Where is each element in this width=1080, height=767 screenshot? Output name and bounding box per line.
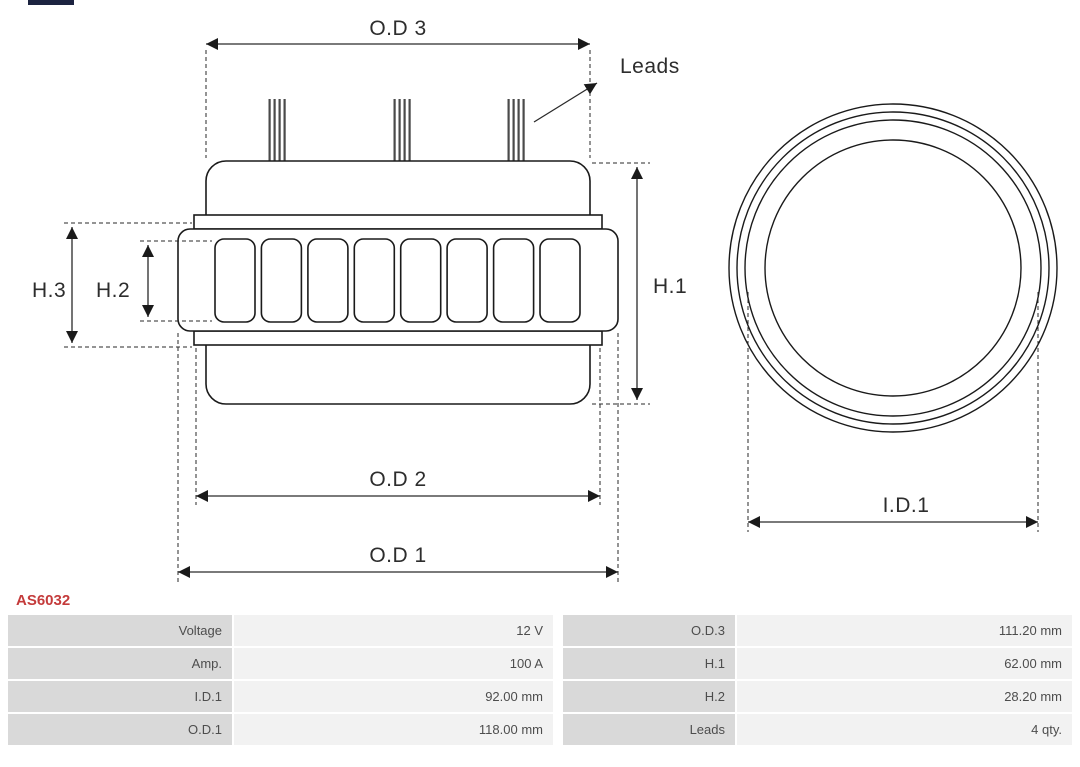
upper-flange xyxy=(193,214,603,230)
core-fins xyxy=(214,238,581,323)
h3-label: H.3 xyxy=(32,279,66,302)
spec-label: Leads xyxy=(563,714,735,745)
spec-value: 62.00 mm xyxy=(737,648,1072,679)
h2-label: H.2 xyxy=(96,279,130,302)
lead-wires xyxy=(268,99,525,162)
lower-flange xyxy=(193,330,603,346)
spec-label: I.D.1 xyxy=(8,681,232,712)
dimension-h1: H.1 xyxy=(592,162,687,405)
part-number: AS6032 xyxy=(16,592,71,609)
table-gap xyxy=(555,648,561,679)
spec-value: 118.00 mm xyxy=(234,714,553,745)
dimension-od3: O.D 3 xyxy=(205,17,591,158)
table-gap xyxy=(555,714,561,745)
stator-diagram-svg: O.D 3 Leads H.1 H.3 H.2 O.D 2 O.D 1 xyxy=(32,17,1058,582)
dimension-h3: H.3 xyxy=(32,222,192,348)
leads-label: Leads xyxy=(620,55,680,78)
od1-label: O.D 1 xyxy=(369,544,426,567)
spec-value: 28.20 mm xyxy=(737,681,1072,712)
stator-front-view xyxy=(728,103,1058,433)
od3-label: O.D 3 xyxy=(369,17,426,40)
spec-table: Voltage 12 V O.D.3 111.20 mm Amp. 100 A … xyxy=(8,615,1072,745)
dimension-leads: Leads xyxy=(533,55,680,123)
spec-label: Amp. xyxy=(8,648,232,679)
spec-value: 4 qty. xyxy=(737,714,1072,745)
dimension-h2: H.2 xyxy=(96,240,212,322)
spec-value: 111.20 mm xyxy=(737,615,1072,646)
spec-label: H.2 xyxy=(563,681,735,712)
stator-side-view xyxy=(177,99,619,405)
dimension-od2: O.D 2 xyxy=(195,348,601,505)
stator-technical-drawing: O.D 3 Leads H.1 H.3 H.2 O.D 2 O.D 1 xyxy=(32,17,1058,582)
spec-label: O.D.3 xyxy=(563,615,735,646)
spec-value: 12 V xyxy=(234,615,553,646)
corner-artifact xyxy=(28,0,74,5)
spec-label: Voltage xyxy=(8,615,232,646)
spec-value: 92.00 mm xyxy=(234,681,553,712)
table-gap xyxy=(555,615,561,646)
spec-label: O.D.1 xyxy=(8,714,232,745)
spec-value: 100 A xyxy=(234,648,553,679)
dimension-od1: O.D 1 xyxy=(177,333,619,582)
h1-label: H.1 xyxy=(653,275,687,298)
table-gap xyxy=(555,681,561,712)
id1-label: I.D.1 xyxy=(883,494,930,517)
od2-label: O.D 2 xyxy=(369,468,426,491)
spec-label: H.1 xyxy=(563,648,735,679)
dimension-id1: I.D.1 xyxy=(747,292,1039,532)
